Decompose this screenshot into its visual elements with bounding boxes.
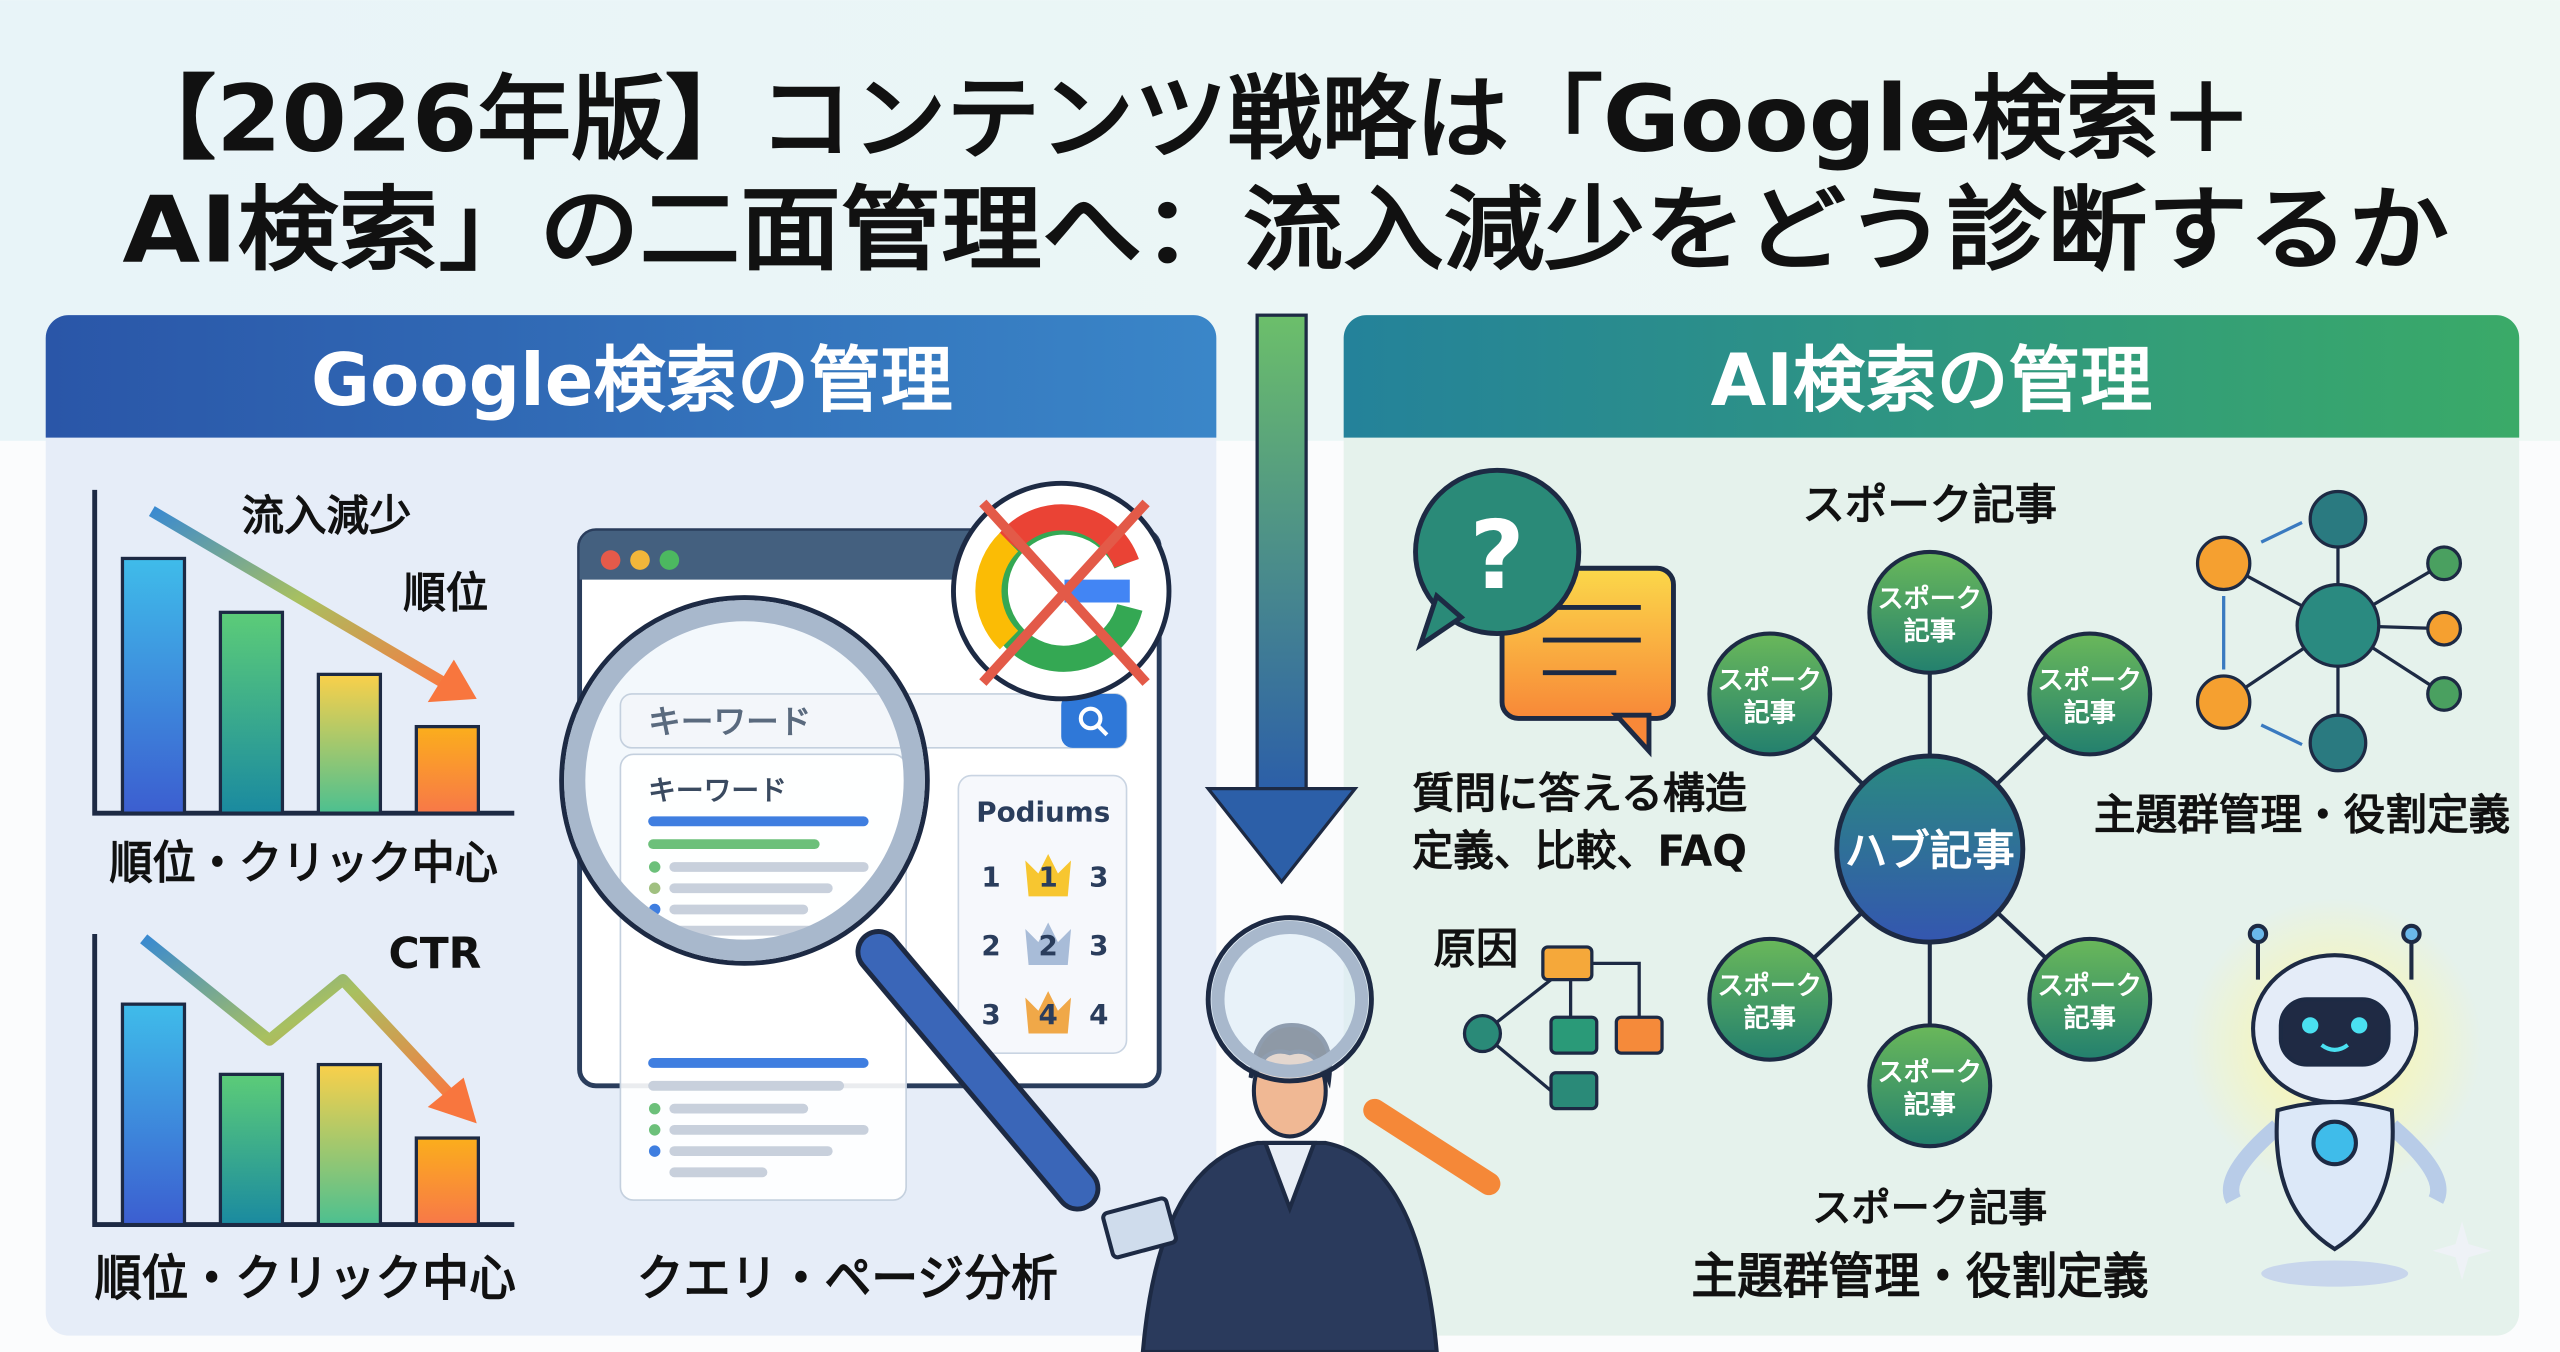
title-line-2: AI検索」の二面管理へ：流入減少をどう診断するか [122,176,2449,283]
podiums-title: Podiums [976,795,1110,828]
ai-search-panel: AI検索の管理 ? 質問に答える構造 定義、比較、FAQ 原因 スポーク記事 ス… [1343,315,2520,1336]
spoke-label: スポーク [2038,665,2142,696]
maximize-dot-icon [659,550,680,570]
spoke-label: スポーク [1718,665,1822,696]
spoke-article-node: スポーク記事 [1867,1023,1993,1149]
ctr-label: CTR [389,930,482,979]
podium-value: 3 [981,998,1000,1031]
spoke-label: 記事 [1904,616,1956,647]
minimize-dot-icon [630,550,650,570]
google-panel-title: Google検索の管理 [311,338,953,422]
spoke-article-node: スポーク記事 [2027,631,2153,757]
magnifying-glass-icon [1205,915,1374,1084]
google-search-panel: Google検索の管理 流入減少 順位 順位・クリック中心 CTR 順位・クリッ… [45,315,1217,1336]
ai-panel-title: AI検索の管理 [1711,338,2152,422]
close-dot-icon [600,550,621,570]
query-page-analysis-caption: クエリ・ページ分析 [637,1250,1058,1307]
bar [414,1136,481,1227]
hub-article-node: ハブ記事 [1834,753,2026,945]
podium-value: 3 [1089,929,1108,962]
spoke-label: スポーク [1878,583,1982,614]
spoke-article-node: スポーク記事 [1707,631,1833,757]
ctr-chart: CTR 順位・クリック中心 [92,930,516,1307]
topic-cluster-caption-right: 主題群管理・役割定義 [2094,791,2510,840]
bar [218,610,285,815]
topic-network-icon [2195,489,2463,773]
chart1-caption: 順位・クリック中心 [109,836,498,889]
cause-flow-diagram-icon [1462,945,1664,1111]
crown-icon [1025,853,1072,897]
hub-label: ハブ記事 [1845,827,2015,876]
flow-down-arrow [1204,313,1359,885]
ai-panel-header [1343,315,2520,438]
bar [120,1002,187,1227]
spoke-article-node: スポーク記事 [1867,549,1993,675]
trend-arrow [148,506,452,691]
podium-value: 4 [1039,998,1058,1031]
ctr-trend-arrow [140,934,459,1103]
google-logo-crossed-icon [951,480,1172,702]
cause-label: 原因 [1433,925,1518,974]
podium-value: 2 [1039,929,1058,962]
spoke-label: 記事 [2064,698,2116,729]
ranking-decline-chart: 流入減少 順位 順位・クリック中心 [92,489,515,889]
spoke-article-node: スポーク記事 [2027,936,2153,1062]
qa-structure-label: 質問に答える構造 [1412,770,1747,819]
podium-value: 4 [1089,998,1108,1031]
search-keyword-text: キーワード [648,703,811,741]
podium-value: 2 [981,929,1000,962]
search-button[interactable] [1061,693,1127,748]
podium-value: 1 [1039,861,1058,894]
google-panel-header [45,315,1217,438]
bar [218,1072,285,1227]
search-icon [1078,706,1103,731]
spoke-articles-top-label: スポーク記事 [1802,481,2057,530]
result-keyword-title: キーワード [648,774,787,807]
tablet-icon [1101,1196,1178,1260]
traffic-decline-label: 流入減少 [242,493,412,542]
title-line-1: 【2026年版】コンテンツ戦略は「Google検索＋ [122,65,2253,172]
spoke-label: 記事 [2064,1003,2116,1034]
chart2-caption: 順位・クリック中心 [95,1250,516,1307]
spoke-label: 記事 [1904,1090,1956,1121]
bar [316,672,383,815]
ai-robot-icon [2187,898,2482,1287]
question-mark-icon: ? [1470,501,1525,611]
qa-types-label: 定義、比較、FAQ [1412,827,1747,876]
bar [414,724,481,815]
spoke-label: スポーク [1718,970,1822,1001]
spoke-articles-bottom-label: スポーク記事 [1812,1186,2047,1231]
spoke-label: スポーク [1878,1057,1982,1088]
sparkle-icon [2432,1221,2492,1281]
bar [120,556,187,815]
podium-value: 3 [1089,861,1108,894]
spoke-label: 記事 [1744,698,1796,729]
spoke-label: スポーク [2038,970,2142,1001]
spoke-label: 記事 [1744,1003,1796,1034]
bar [316,1062,383,1227]
podium-value: 1 [981,861,1000,894]
qa-bubble-icon: ? [1413,467,1676,758]
topic-cluster-caption-bottom: 主題群管理・役割定義 [1691,1248,2148,1305]
analyst-person-illustration [1101,915,1501,1352]
spoke-article-node: スポーク記事 [1707,936,1833,1062]
rank-label: 順位 [403,569,488,618]
